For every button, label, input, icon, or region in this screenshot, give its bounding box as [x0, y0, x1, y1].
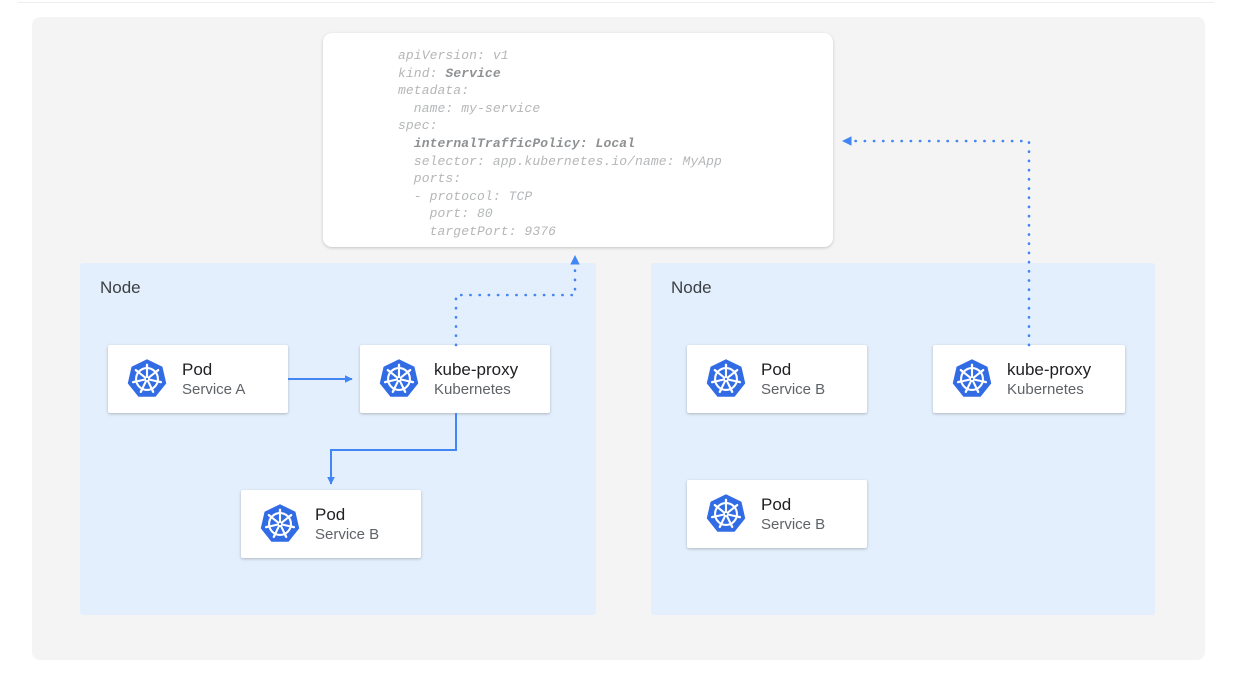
- card-title: Pod: [315, 504, 346, 524]
- kubernetes-icon: [126, 358, 168, 400]
- card-title: Pod: [761, 494, 792, 514]
- card-subtitle: Service B: [761, 380, 826, 398]
- card-subtitle: Service A: [182, 380, 246, 398]
- card-pod-service-a[interactable]: Pod Service A: [108, 345, 288, 413]
- card-pod-service-b-right-top[interactable]: Pod Service B: [687, 345, 867, 413]
- node-label-right: Node: [671, 278, 712, 297]
- card-subtitle: Service B: [315, 525, 380, 543]
- kubernetes-icon: [951, 358, 993, 400]
- kubernetes-icon: [705, 358, 747, 400]
- kubernetes-icon: [259, 503, 301, 545]
- card-title: Pod: [761, 359, 792, 379]
- card-subtitle: Kubernetes: [1007, 380, 1084, 398]
- top-divider: [18, 2, 1214, 3]
- service-manifest-code: apiVersion: v1 kind: Service metadata: n…: [398, 48, 722, 239]
- node-panel-left[interactable]: Node: [80, 263, 596, 615]
- kubernetes-icon: [378, 358, 420, 400]
- card-subtitle: Kubernetes: [434, 380, 511, 398]
- card-title: Pod: [182, 359, 213, 379]
- node-label-left: Node: [100, 278, 141, 297]
- card-title: kube-proxy: [434, 359, 519, 379]
- card-pod-service-b-right-bottom[interactable]: Pod Service B: [687, 480, 867, 548]
- kubernetes-icon: [705, 493, 747, 535]
- card-pod-service-b-left[interactable]: Pod Service B: [241, 490, 421, 558]
- card-kube-proxy-left[interactable]: kube-proxy Kubernetes: [360, 345, 550, 413]
- service-manifest-card[interactable]: apiVersion: v1 kind: Service metadata: n…: [323, 33, 833, 247]
- card-subtitle: Service B: [761, 515, 826, 533]
- node-panel-right[interactable]: Node: [651, 263, 1155, 615]
- card-kube-proxy-right[interactable]: kube-proxy Kubernetes: [933, 345, 1125, 413]
- card-title: kube-proxy: [1007, 359, 1092, 379]
